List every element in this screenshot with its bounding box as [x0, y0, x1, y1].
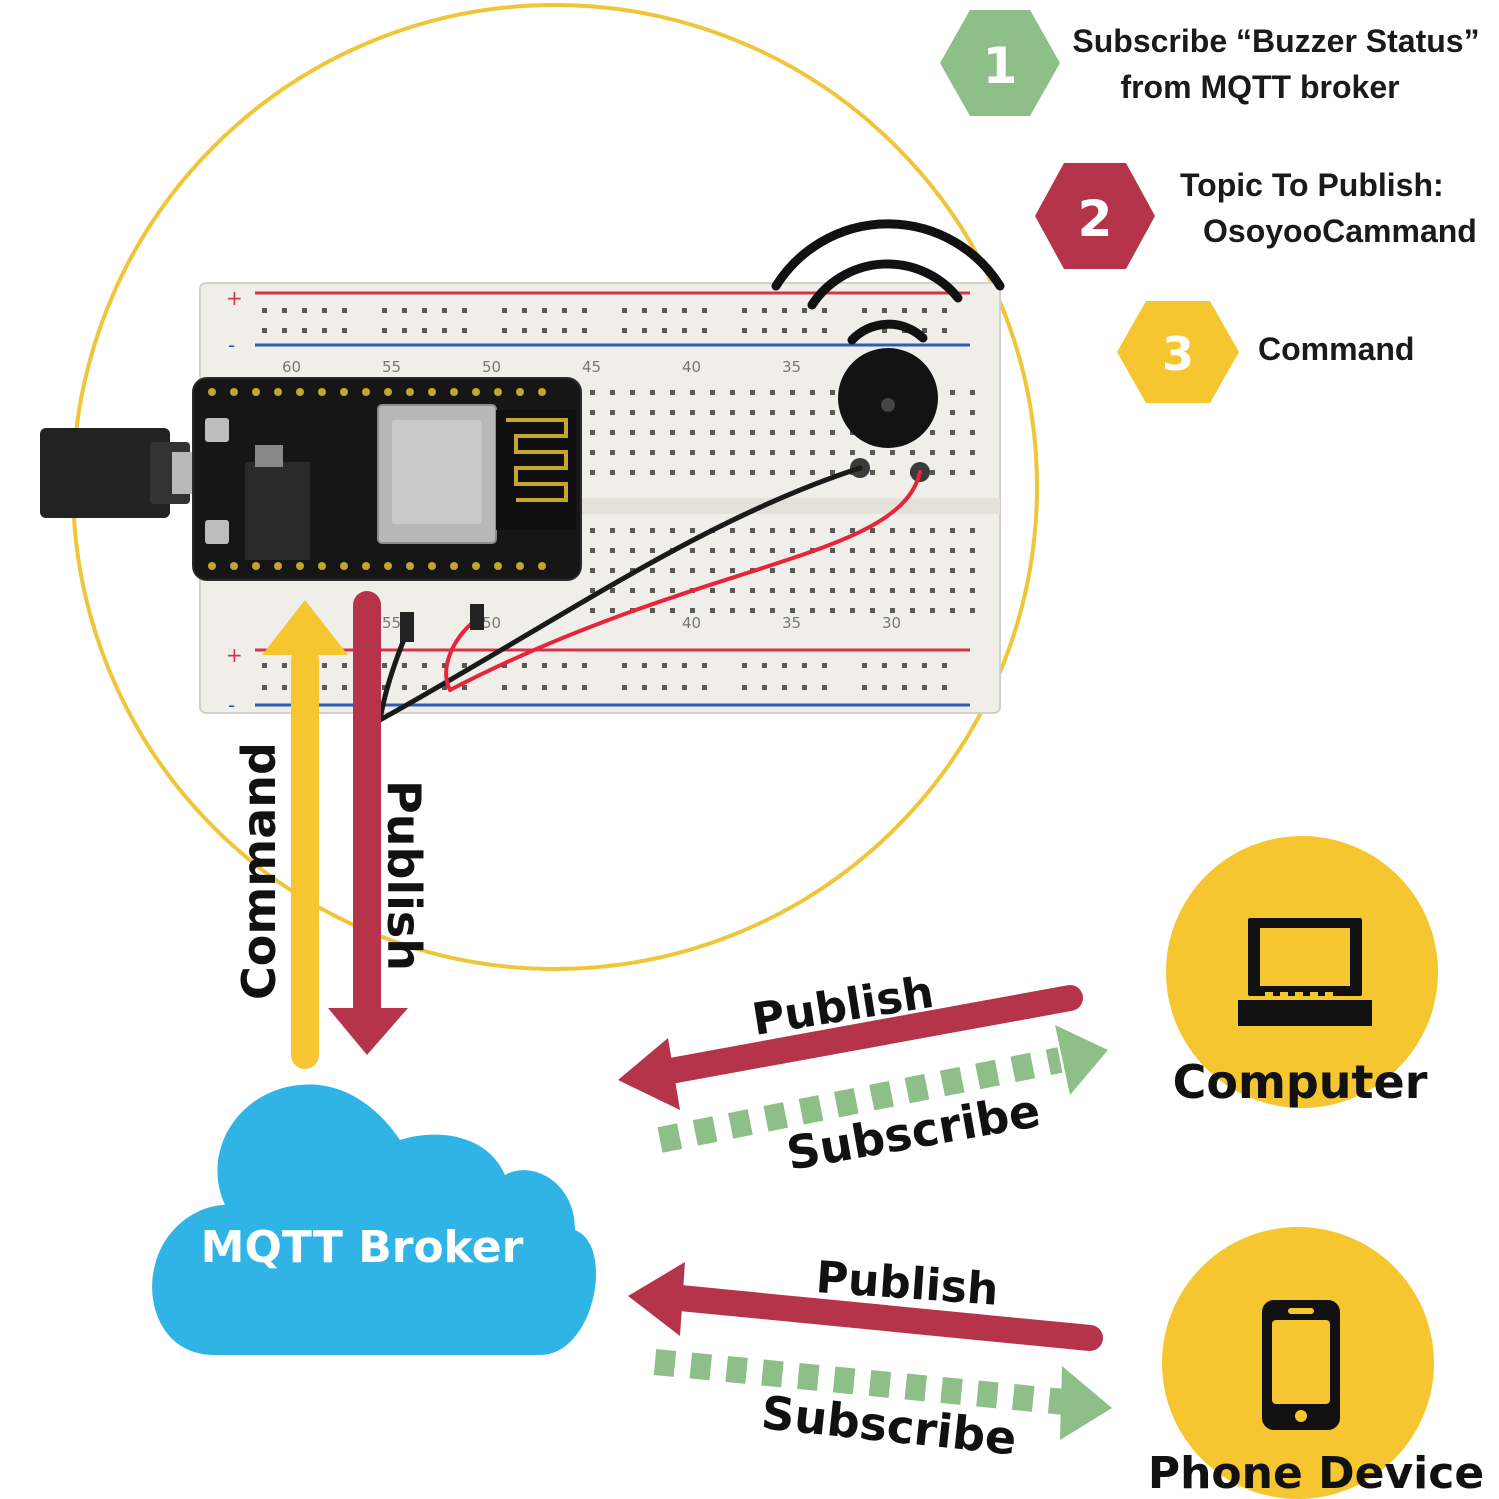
circuit-area: + - + - 60 55 50 45 40 35 55 50 40 35 30: [40, 3, 1039, 971]
legend-line1: Command: [1258, 331, 1414, 367]
laptop-icon: [1238, 918, 1372, 1026]
legend-item-3: 3 Command: [1117, 301, 1414, 403]
bb-number: 35: [782, 614, 801, 632]
bb-number: 55: [382, 614, 401, 632]
publish-arrow-down: [328, 591, 408, 1055]
legend-item-2: 2 Topic To Publish: OsoyooCammand: [1035, 163, 1477, 269]
board-pins-top: [208, 388, 546, 396]
phone-device: Phone Device: [1148, 1227, 1484, 1499]
bb-number: 60: [282, 358, 301, 376]
bb-number: 50: [482, 358, 501, 376]
phone-subscribe-arrow: [653, 1349, 1112, 1440]
sound-waves-icon: [771, 219, 1005, 345]
legend-line2: OsoyooCammand: [1203, 213, 1477, 249]
hexagon-icon: [1117, 301, 1239, 403]
svg-text:+: +: [226, 643, 243, 667]
legend-line1: Subscribe “Buzzer Status”: [1072, 23, 1479, 59]
legend-number: 3: [1162, 327, 1194, 381]
phone-label: Phone Device: [1148, 1448, 1484, 1499]
legend: 1 Subscribe “Buzzer Status” from MQTT br…: [940, 10, 1480, 403]
legend-number: 2: [1078, 190, 1113, 248]
mqtt-broker-label: MQTT Broker: [201, 1222, 524, 1273]
svg-text:-: -: [228, 693, 235, 717]
hexagon-icon: [940, 10, 1060, 116]
computer-subscribe-arrow: [657, 1025, 1108, 1153]
bb-number: 35: [782, 358, 801, 376]
antenna-trace: [506, 418, 568, 502]
legend-item-1: 1 Subscribe “Buzzer Status” from MQTT br…: [940, 10, 1480, 116]
svg-text:+: +: [226, 286, 243, 310]
mqtt-broker-cloud: MQTT Broker: [152, 1084, 597, 1355]
legend-line1: Topic To Publish:: [1180, 167, 1444, 203]
legend-line2: from MQTT broker: [1120, 69, 1399, 105]
bb-number: 50: [482, 614, 501, 632]
phone-publish-label: Publish: [814, 1252, 1000, 1316]
computer-label: Computer: [1173, 1055, 1428, 1109]
bb-number: 40: [682, 614, 701, 632]
svg-text:-: -: [228, 333, 235, 357]
bb-number: 30: [882, 614, 901, 632]
nodemcu-board: [192, 377, 582, 581]
legend-number: 1: [983, 37, 1018, 95]
bb-number: 40: [682, 358, 701, 376]
command-arrow: [262, 600, 348, 1069]
computer-device: Computer: [1166, 836, 1438, 1109]
phone-publish-arrow: [628, 1262, 1103, 1351]
board-pins-bottom: [208, 562, 546, 570]
phone-icon: [1262, 1300, 1340, 1430]
jumper-wires: [377, 465, 922, 723]
bb-number: 45: [582, 358, 601, 376]
computer-publish-arrow: [618, 985, 1083, 1110]
usb-cable: [40, 428, 198, 518]
publish-arrow-down-label: Publish: [377, 780, 431, 971]
bb-number: 55: [382, 358, 401, 376]
command-arrow-label: Command: [232, 742, 286, 1000]
hexagon-icon: [1035, 163, 1155, 269]
